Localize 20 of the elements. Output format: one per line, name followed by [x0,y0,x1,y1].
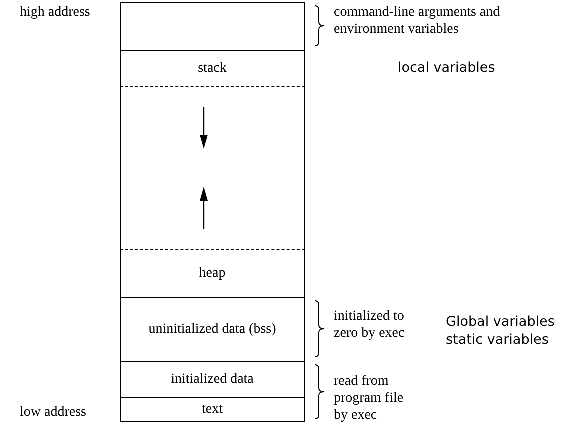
annotation-text: low address [20,404,86,421]
annotation-text: command-line arguments and environment variables [334,4,502,38]
memory-segment [120,397,305,422]
memory-segment [120,250,305,297]
annotation-text: Global variables [446,314,555,331]
memory-segment [120,86,305,250]
annotation-text: local variables [398,60,496,77]
memory-segment [120,361,305,397]
segment-label: stack [197,60,228,76]
annotation-text: high address [20,4,90,21]
segment-label: initialized data [170,372,255,388]
memory-segment [120,297,305,361]
memory-segment [120,50,305,86]
memory-segment [120,2,305,50]
annotation-text: initialized to zero by exec [334,308,406,342]
segment-label: uninitialized data (bss) [148,322,278,338]
annotation-text: static variables [446,332,549,349]
annotation-text: read from program file by exec [334,373,405,424]
segment-label: heap [198,266,227,282]
segment-label: text [201,402,224,418]
